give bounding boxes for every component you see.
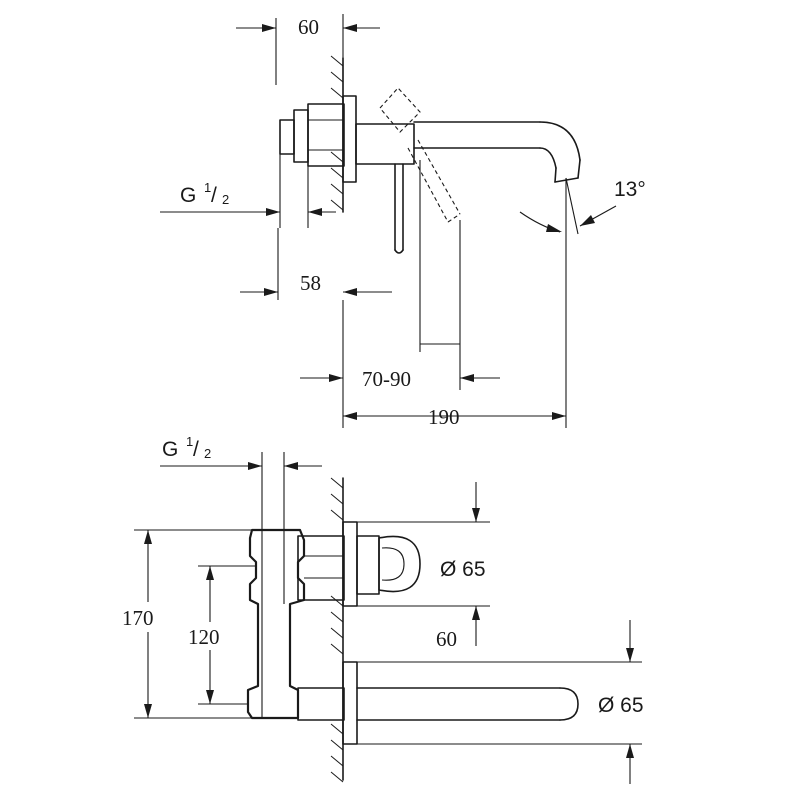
thread-num-front: 1 (186, 434, 193, 449)
thread-den-front: 2 (204, 446, 211, 461)
dim-rosette-lower: Ø 65 (357, 694, 644, 784)
dim-60-front-label: 60 (436, 627, 457, 651)
front-view: G 1 / 2 (118, 434, 644, 784)
rosette-upper-diameter: Ø 65 (440, 558, 486, 581)
spout-top (413, 121, 581, 183)
wall-hatch-front (330, 477, 344, 783)
angle-13: 13° (519, 177, 646, 240)
thread-den-top: 2 (222, 192, 229, 207)
dim-58: 58 (240, 228, 392, 300)
rosette-lower-diameter: Ø 65 (598, 694, 644, 717)
angle-13-label: 13° (614, 178, 646, 201)
dim-190-label: 190 (428, 405, 460, 429)
dim-120-label: 120 (188, 625, 220, 649)
dim-60-top-label: 60 (298, 15, 319, 39)
valve-body-front (246, 528, 345, 721)
dim-58-label: 58 (300, 271, 321, 295)
svg-text:/: / (193, 438, 199, 461)
thread-g-front: G (162, 438, 178, 461)
handle-top (355, 123, 415, 254)
dim-60-top: 60 (236, 14, 380, 100)
valve-body-top (279, 103, 345, 167)
dim-190: 190 (342, 240, 567, 429)
dim-60-front: 60 (357, 620, 642, 663)
thread-g-top: G (180, 184, 196, 207)
dim-120: 120 (184, 565, 256, 705)
svg-text:/: / (211, 184, 217, 207)
rosette-lower (342, 661, 579, 745)
dim-70-90-label: 70-90 (362, 367, 411, 391)
thread-label-front: G 1 / 2 (160, 434, 322, 530)
wall-hatch-top (330, 55, 344, 213)
dim-70-90: 70-90 (300, 160, 500, 391)
handle-alt-dashed (379, 87, 461, 223)
dim-rosette-upper: Ø 65 (357, 482, 490, 646)
rosette-upper (342, 521, 421, 607)
thread-label-top: G 1 / 2 (160, 154, 336, 228)
thread-num-top: 1 (204, 180, 211, 195)
top-view: 60 (160, 14, 646, 429)
dim-170-label: 170 (122, 606, 154, 630)
dim-170: 170 (118, 529, 252, 719)
rosette-plate-top (342, 95, 357, 183)
